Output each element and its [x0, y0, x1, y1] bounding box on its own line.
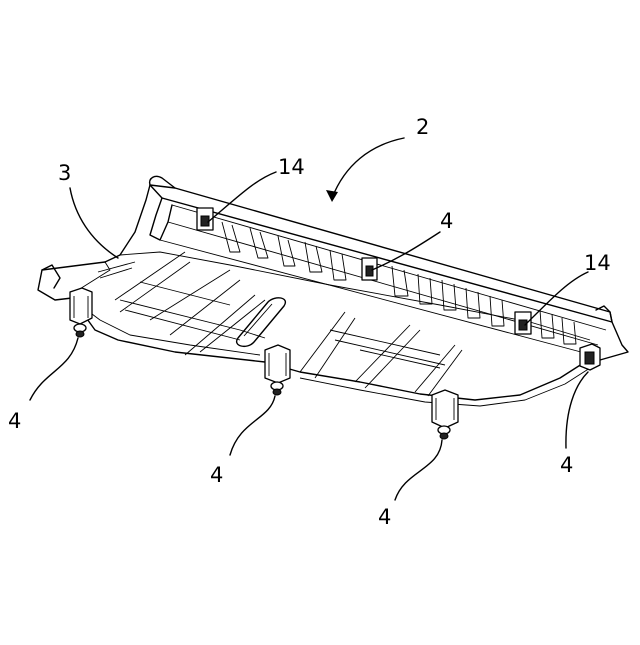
- label-foot-left: 4: [8, 409, 21, 433]
- label-edge: 3: [58, 161, 71, 185]
- foot-mid-1: [265, 345, 290, 395]
- foot-left: [70, 288, 92, 337]
- foot-mid-2: [432, 390, 458, 439]
- label-hook-mid: 4: [440, 209, 453, 233]
- panel-body: [38, 176, 628, 406]
- label-foot-mid-1: 4: [210, 463, 223, 487]
- label-foot-right: 4: [560, 453, 573, 477]
- label-foot-mid-2: 4: [378, 505, 391, 529]
- leader-lines: [30, 138, 588, 500]
- wall-ribs: [98, 222, 576, 344]
- label-hook-right: 14: [584, 251, 611, 275]
- foot-right: [580, 344, 600, 370]
- label-panel: 2: [416, 115, 429, 139]
- hook-right: [515, 312, 531, 334]
- label-hook-left: 14: [278, 155, 305, 179]
